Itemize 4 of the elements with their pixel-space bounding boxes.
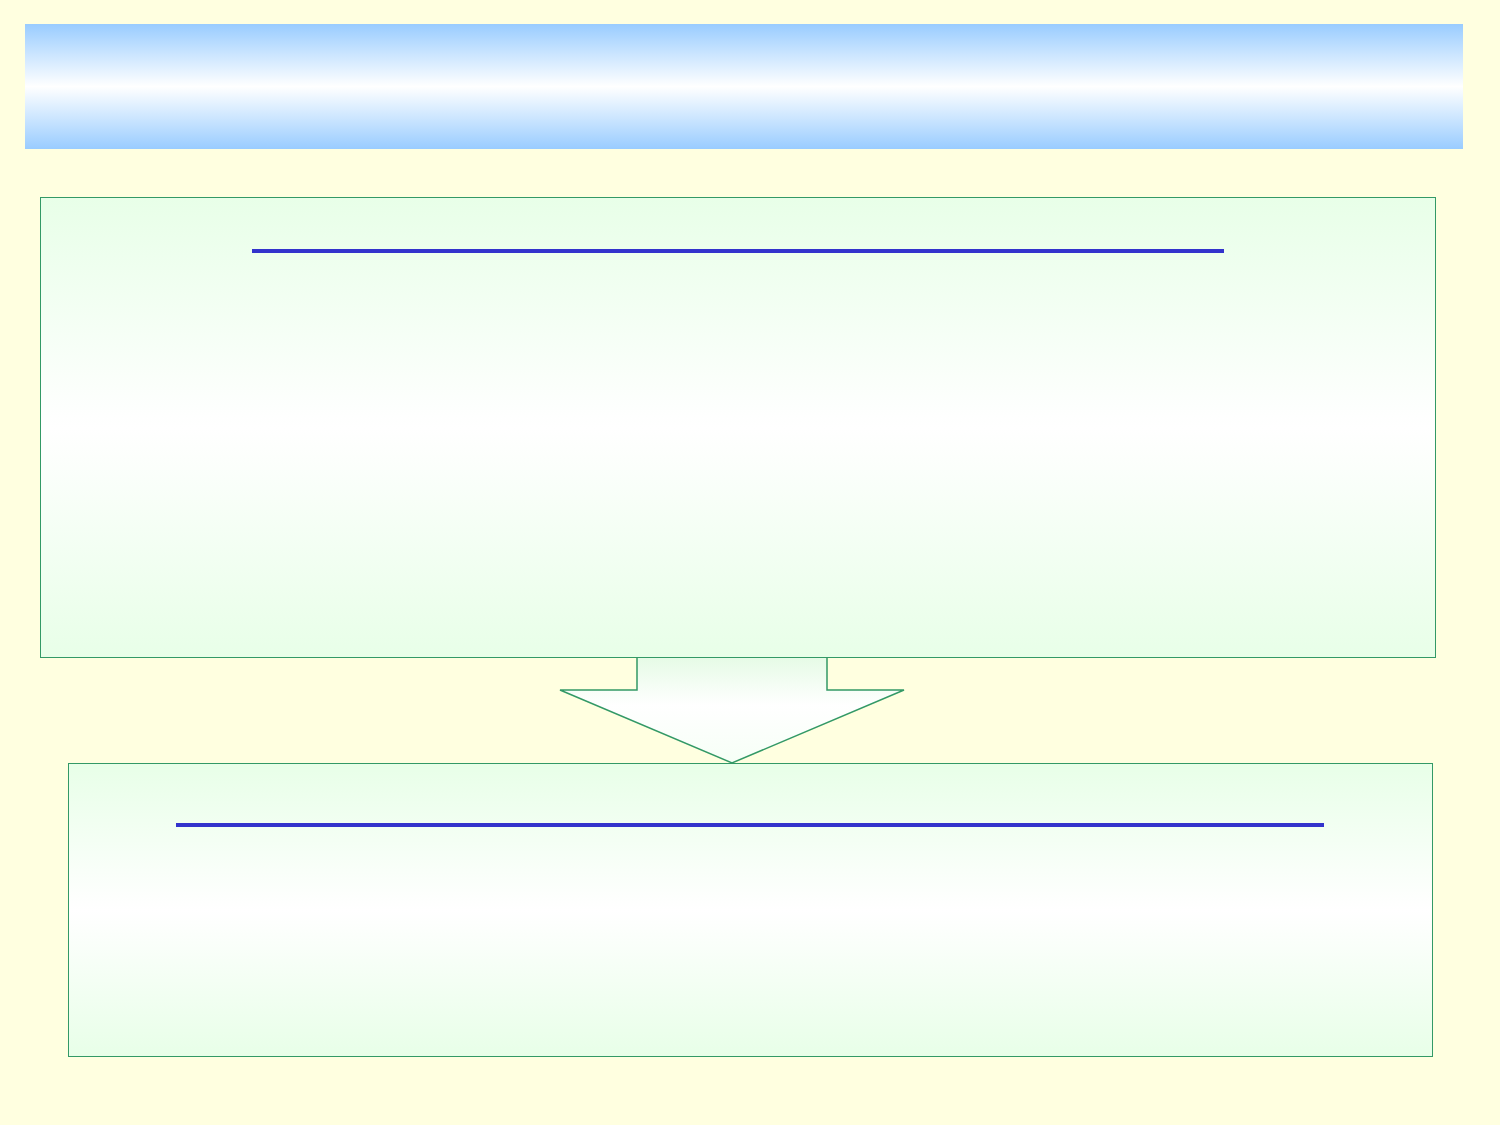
block-arrow — [559, 657, 905, 764]
title-banner — [25, 24, 1463, 149]
content-panel — [40, 197, 1436, 658]
content-panel — [68, 763, 1433, 1057]
